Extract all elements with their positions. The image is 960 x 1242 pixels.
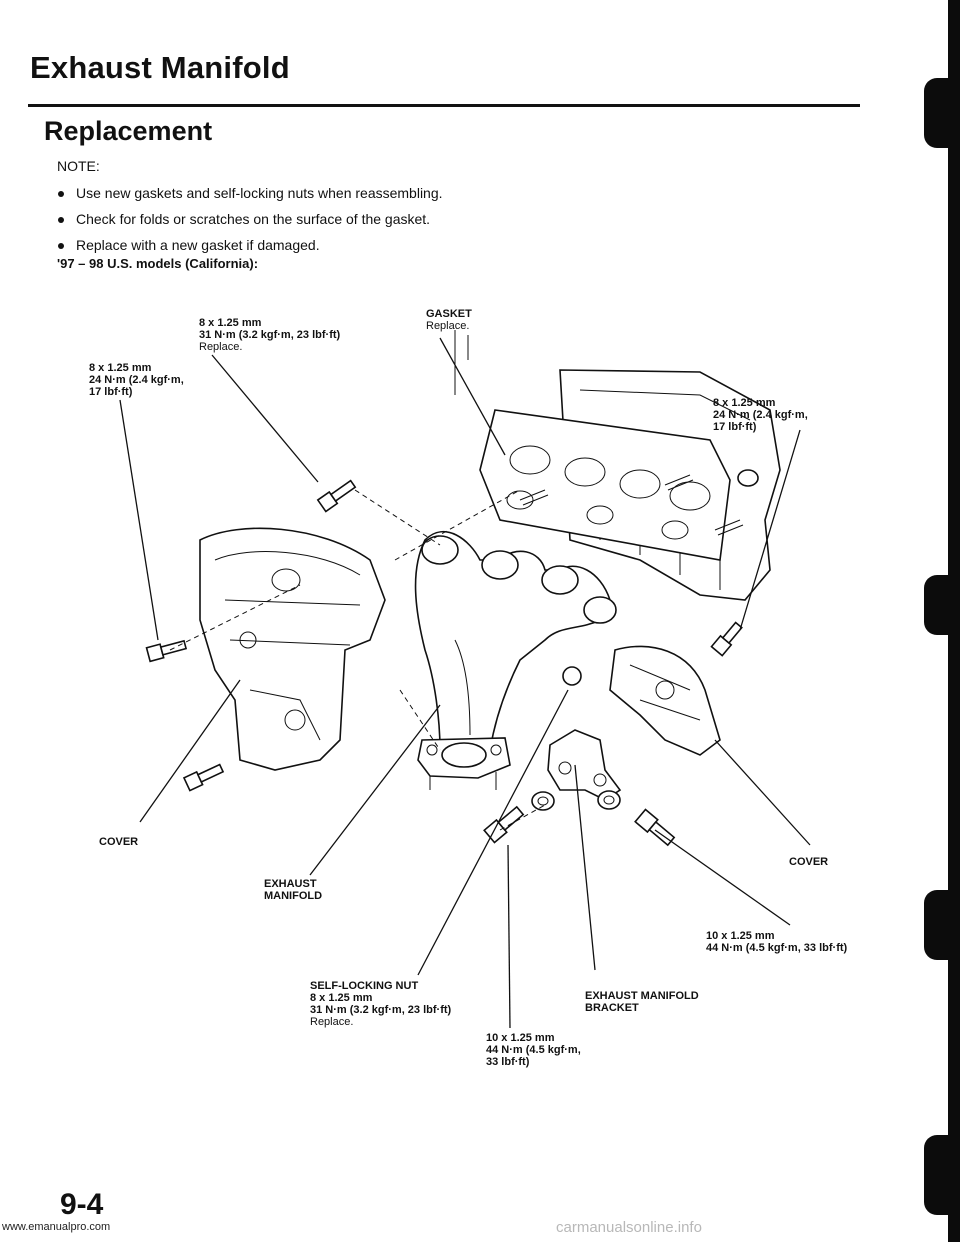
page-title: Exhaust Manifold [30, 50, 290, 85]
leader-line [739, 429, 801, 631]
note-item: Use new gaskets and self-locking nuts wh… [57, 180, 577, 206]
callout-bolt-bracket-right: 10 x 1.25 mm 44 N·m (4.5 kgf·m, 33 lbf·f… [706, 930, 848, 954]
edge-tab [924, 890, 950, 960]
leader-line [507, 844, 511, 1029]
binding-edge-bar [948, 0, 960, 1242]
callout-cover-left: COVER [99, 836, 139, 848]
leader-line [714, 739, 811, 846]
exhaust-manifold-illustration [414, 530, 617, 790]
assembly-line [354, 489, 441, 546]
assembly-line [394, 489, 521, 561]
note-item: Check for folds or scratches on the surf… [57, 206, 577, 232]
model-label: '97 – 98 U.S. models (California): [57, 256, 259, 271]
watermark: carmanualsonline.info [556, 1219, 702, 1236]
footer-url[interactable]: www.emanualpro.com [2, 1221, 111, 1233]
callout-exhaust-manifold: EXHAUST MANIFOLD [264, 878, 323, 902]
washer-icons [531, 469, 759, 811]
note-item: Replace with a new gasket if damaged. [57, 232, 577, 258]
leader-line [211, 354, 319, 483]
callout-bracket: EXHAUST MANIFOLD BRACKET [585, 990, 699, 1014]
edge-tab [924, 1135, 950, 1215]
callout-bolt-top-right: 8 x 1.25 mm 24 N·m (2.4 kgf·m, 17 lbf·ft… [713, 397, 808, 433]
leader-line [139, 679, 241, 823]
callout-self-locking-nut: SELF-LOCKING NUT 8 x 1.25 mm 31 N·m (3.2… [310, 980, 452, 1028]
title-rule [28, 104, 860, 107]
leader-line [119, 399, 159, 641]
callout-gasket: GASKET Replace. [426, 308, 472, 332]
note-label: NOTE: [57, 158, 100, 174]
leader-line [439, 337, 506, 456]
leader-line [574, 764, 596, 971]
heat-cover-left [199, 527, 386, 771]
page-number: 9-4 [60, 1188, 104, 1221]
callout-bolt-left: 8 x 1.25 mm 24 N·m (2.4 kgf·m, 17 lbf·ft… [89, 362, 184, 398]
stud-bolts [519, 474, 744, 536]
heat-cover-right [609, 645, 721, 756]
callout-bolt-top-center: 8 x 1.25 mm 31 N·m (3.2 kgf·m, 23 lbf·ft… [199, 317, 341, 353]
edge-tab [924, 575, 950, 635]
section-title: Replacement [44, 116, 213, 146]
gasket-illustration [479, 409, 731, 561]
leader-line [309, 704, 441, 876]
callout-cover-right: COVER [789, 856, 829, 868]
callout-bolt-bracket-bottom: 10 x 1.25 mm 44 N·m (4.5 kgf·m, 33 lbf·f… [486, 1032, 581, 1068]
note-list: Use new gaskets and self-locking nuts wh… [57, 180, 577, 258]
assembly-line [169, 584, 301, 651]
edge-tab [924, 78, 950, 148]
leader-line [654, 829, 791, 926]
leader-line [417, 689, 569, 976]
manifold-bracket [547, 729, 622, 801]
assembly-line [399, 689, 441, 751]
